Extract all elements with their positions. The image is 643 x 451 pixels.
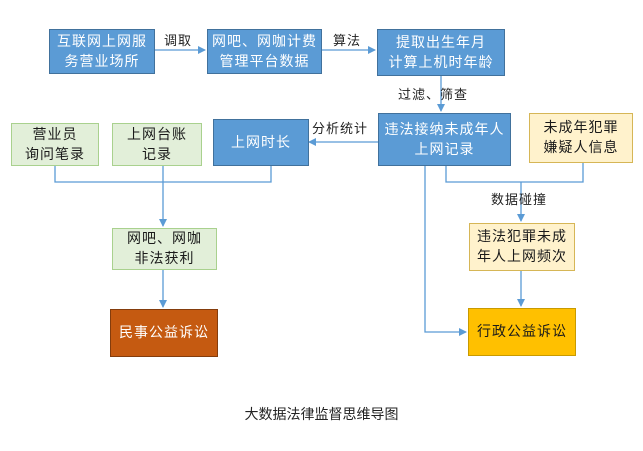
node-minor-suspect-info: 未成年犯罪 嫌疑人信息 — [529, 113, 633, 163]
node-minor-records: 违法接纳未成年人 上网记录 — [378, 113, 511, 166]
node-admin-litigation: 行政公益诉讼 — [468, 308, 576, 356]
connector-minor-collide — [445, 166, 521, 183]
edge-label-retrieve: 调取 — [164, 34, 193, 49]
node-online-duration: 上网时长 — [213, 119, 309, 166]
node-billing-platform: 网吧、网咖计费 管理平台数据 — [207, 29, 322, 74]
edge-label-algorithm: 算法 — [333, 34, 362, 49]
connector-clerk-merge — [54, 166, 163, 183]
edge-label-filter: 过滤、筛查 — [398, 88, 469, 103]
node-minor-frequency: 违法犯罪未成 年人上网频次 — [469, 223, 575, 271]
edge-label-collide: 数据碰撞 — [491, 193, 548, 208]
node-civil-litigation: 民事公益诉讼 — [110, 309, 218, 357]
node-illegal-profit: 网吧、网咖 非法获利 — [112, 228, 217, 270]
connector-duration-merge — [163, 166, 272, 183]
figure-caption: 大数据法律监督思维导图 — [244, 407, 399, 423]
edge-label-stats: 分析统计 — [312, 122, 369, 137]
arrow-minor-admin — [424, 166, 467, 336]
node-extract-birth: 提取出生年月 计算上机时年龄 — [377, 29, 505, 76]
connector-suspect-collide — [521, 163, 584, 183]
node-internet-venue: 互联网上网服 务营业场所 — [49, 29, 155, 74]
node-clerk-statement: 营业员 询问笔录 — [11, 123, 99, 166]
node-ledger-record: 上网台账 记录 — [112, 123, 202, 166]
